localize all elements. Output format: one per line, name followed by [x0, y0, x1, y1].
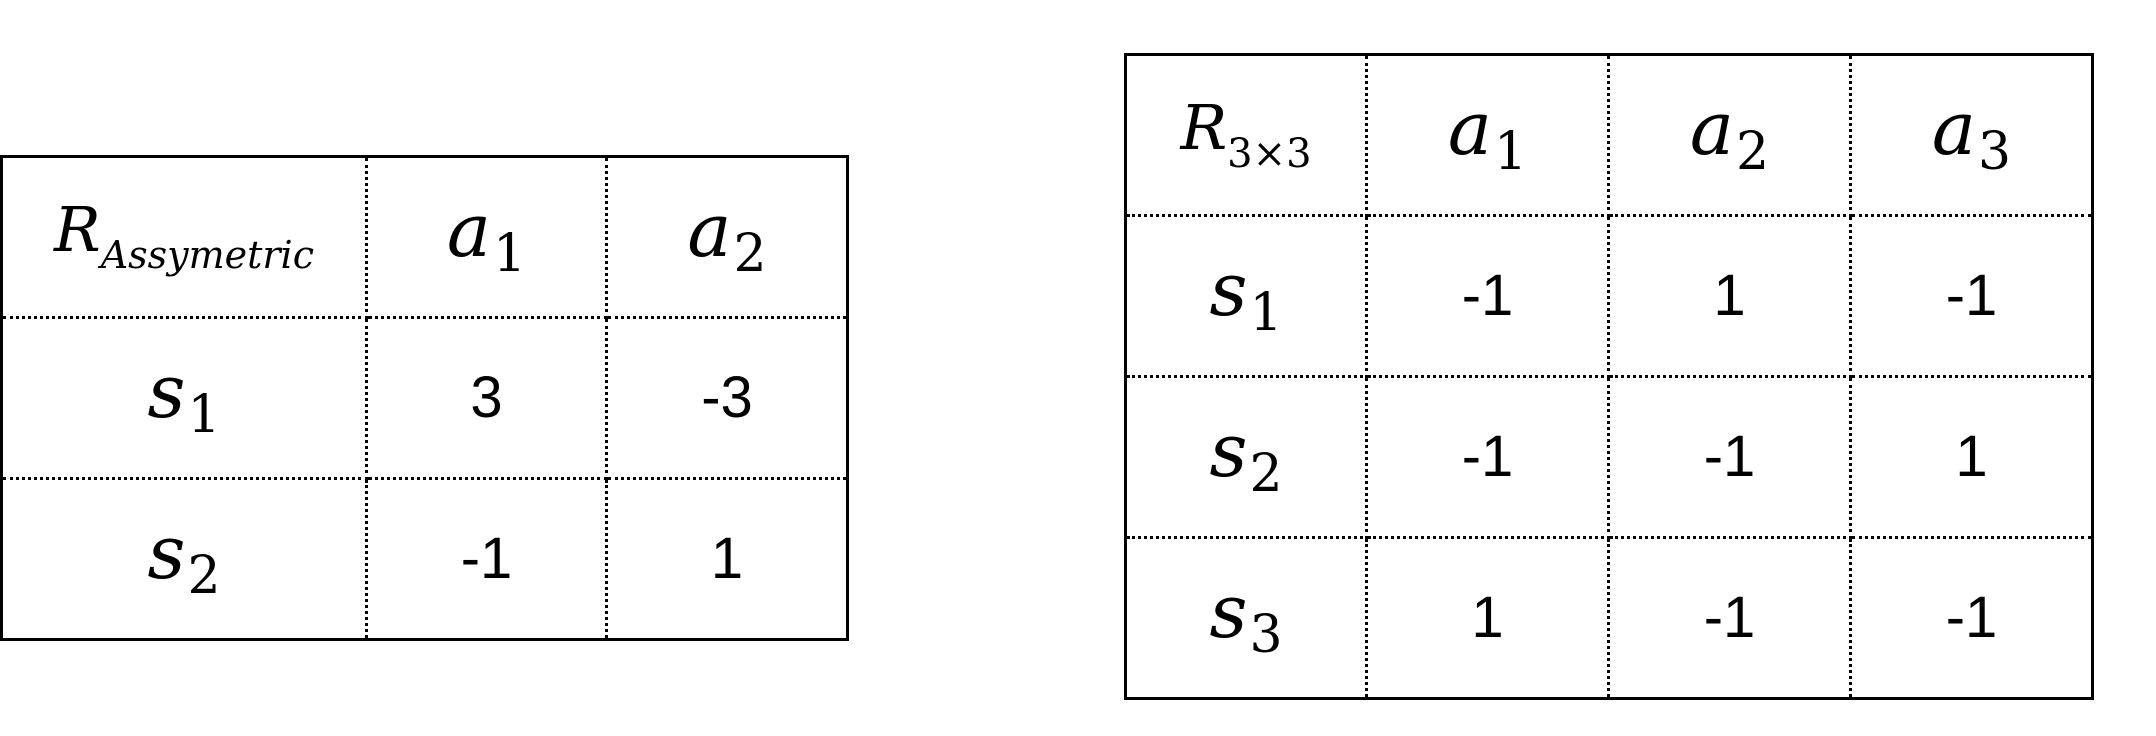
- column-header-a1: a1: [1365, 53, 1610, 217]
- column-header-a2: a2: [1607, 53, 1852, 217]
- matrix-label: RAssymetric: [54, 193, 314, 278]
- column-header-a3: a3: [1849, 53, 2094, 217]
- table-row: s1 3 -3: [0, 316, 849, 480]
- value-cell: -1: [1849, 536, 2094, 700]
- value-cell: -1: [365, 477, 608, 641]
- row-header-s1: s1: [1124, 214, 1368, 378]
- matrix-label: R3×3: [1180, 90, 1312, 177]
- header-row: R3×3 a1 a2 a3: [1124, 53, 2094, 217]
- reward-matrix-asymmetric: RAssymetric a1 a2 s1 3 -3 s2 -1 1: [0, 155, 849, 641]
- table-row: s3 1 -1 -1: [1124, 536, 2094, 700]
- value-cell: -1: [1607, 375, 1852, 539]
- value-cell: -3: [605, 316, 849, 480]
- value-cell: -1: [1365, 375, 1610, 539]
- value-cell: 1: [1607, 214, 1852, 378]
- value-cell: -1: [1849, 214, 2094, 378]
- corner-cell: RAssymetric: [0, 155, 368, 319]
- reward-matrix-3x3: R3×3 a1 a2 a3 s1 -1 1 -1 s2 -1 -1 1 s3 1…: [1124, 53, 2094, 700]
- table-row: s2 -1 -1 1: [1124, 375, 2094, 539]
- corner-cell: R3×3: [1124, 53, 1368, 217]
- row-header-s2: s2: [0, 477, 368, 641]
- row-header-s2: s2: [1124, 375, 1368, 539]
- value-cell: -1: [1365, 214, 1610, 378]
- column-header-a2: a2: [605, 155, 849, 319]
- row-header-s1: s1: [0, 316, 368, 480]
- row-header-s3: s3: [1124, 536, 1368, 700]
- header-row: RAssymetric a1 a2: [0, 155, 849, 319]
- column-header-a1: a1: [365, 155, 608, 319]
- table-row: s1 -1 1 -1: [1124, 214, 2094, 378]
- value-cell: 3: [365, 316, 608, 480]
- value-cell: 1: [1849, 375, 2094, 539]
- value-cell: -1: [1607, 536, 1852, 700]
- value-cell: 1: [605, 477, 849, 641]
- table-row: s2 -1 1: [0, 477, 849, 641]
- value-cell: 1: [1365, 536, 1610, 700]
